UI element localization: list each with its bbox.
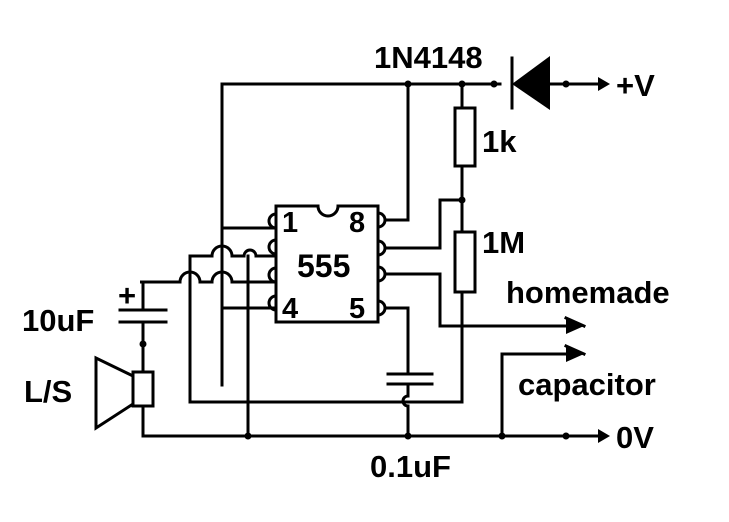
diode-label: 1N4148 xyxy=(374,40,483,75)
capacitor-0-1uf xyxy=(384,306,434,436)
discharge-wiring xyxy=(384,198,586,334)
ground-label: 0V xyxy=(616,420,654,455)
ic-555-label: 555 xyxy=(297,248,350,284)
resistor-1k-label: 1k xyxy=(482,124,517,159)
pin-5-label: 5 xyxy=(349,293,365,325)
pin-8-label: 8 xyxy=(349,207,365,239)
homemade-label: homemade xyxy=(506,275,670,310)
resistor-1m-label: 1M xyxy=(482,225,525,260)
supply-label: +V xyxy=(616,68,655,103)
cap-plus-label: + xyxy=(118,278,136,313)
resistor-1m xyxy=(453,230,477,404)
ic-555: 1 8 555 4 5 xyxy=(267,204,392,325)
capacitor-label: capacitor xyxy=(518,367,656,402)
timing-return-wiring xyxy=(188,244,464,404)
diode-1n4148 xyxy=(510,56,568,110)
homemade-capacitor-plates xyxy=(500,344,586,438)
pin-4-label: 4 xyxy=(282,293,298,325)
speaker xyxy=(94,355,610,443)
left-pin-wiring xyxy=(140,226,276,438)
cap-0-1uf-label: 0.1uF xyxy=(370,449,451,484)
speaker-label: L/S xyxy=(24,374,72,409)
cap-10uf-label: 10uF xyxy=(22,303,94,338)
pin8-supply-wire xyxy=(384,82,410,222)
resistor-1k xyxy=(453,82,477,234)
capacitor-10uf: + xyxy=(118,278,168,374)
pin-1-label: 1 xyxy=(282,207,298,239)
